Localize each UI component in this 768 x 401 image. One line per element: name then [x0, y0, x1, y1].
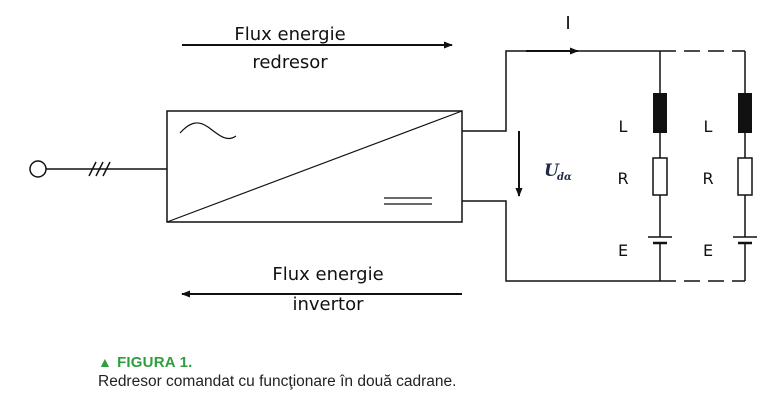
- inductor-2: [738, 93, 752, 133]
- caption-text: Redresor comandat cu funcţionare în două…: [98, 373, 457, 390]
- load-branch-1: L R E: [617, 51, 672, 281]
- flow-top-group: Flux energie redresor: [182, 24, 453, 73]
- load-branch-2: L R E: [702, 51, 757, 281]
- figure-caption: ▲FIGURA 1. Redresor comandat cu funcţion…: [98, 354, 456, 391]
- flow-top-label-line1: Flux energie: [234, 24, 345, 45]
- current-label: I: [565, 13, 570, 34]
- resistor-2-label: R: [702, 169, 713, 188]
- flow-bottom-group: Flux energie invertor: [181, 264, 462, 315]
- caption-title-row: ▲FIGURA 1.: [98, 354, 456, 371]
- resistor-1-label: R: [617, 169, 628, 188]
- voltage-subscript: dα: [557, 172, 572, 183]
- resistor-2: [737, 157, 753, 196]
- input-terminal-group: [29, 160, 167, 178]
- input-terminal: [29, 160, 47, 178]
- voltage-symbol: U: [544, 161, 560, 181]
- converter-diagonal: [166, 110, 463, 223]
- ac-wave-icon: [179, 122, 237, 140]
- resistor-1: [652, 157, 668, 196]
- flow-bottom-label-line1: Flux energie: [272, 264, 383, 285]
- caption-title: FIGURA 1.: [117, 354, 193, 371]
- inductor-1-label: L: [619, 117, 628, 136]
- triangle-up-icon: ▲: [98, 354, 113, 370]
- dc-output-wiring: I U dα: [462, 13, 660, 282]
- inductor-1: [653, 93, 667, 133]
- dashed-connections: [660, 50, 745, 282]
- three-phase-mark: [88, 161, 111, 177]
- source-2-label: E: [703, 241, 713, 260]
- flow-top-label-line2: redresor: [252, 52, 328, 73]
- inductor-2-label: L: [704, 117, 713, 136]
- flow-bottom-label-line2: invertor: [292, 294, 364, 315]
- converter-box: [166, 110, 463, 223]
- source-1-label: E: [618, 241, 628, 260]
- converter-block: [166, 110, 463, 223]
